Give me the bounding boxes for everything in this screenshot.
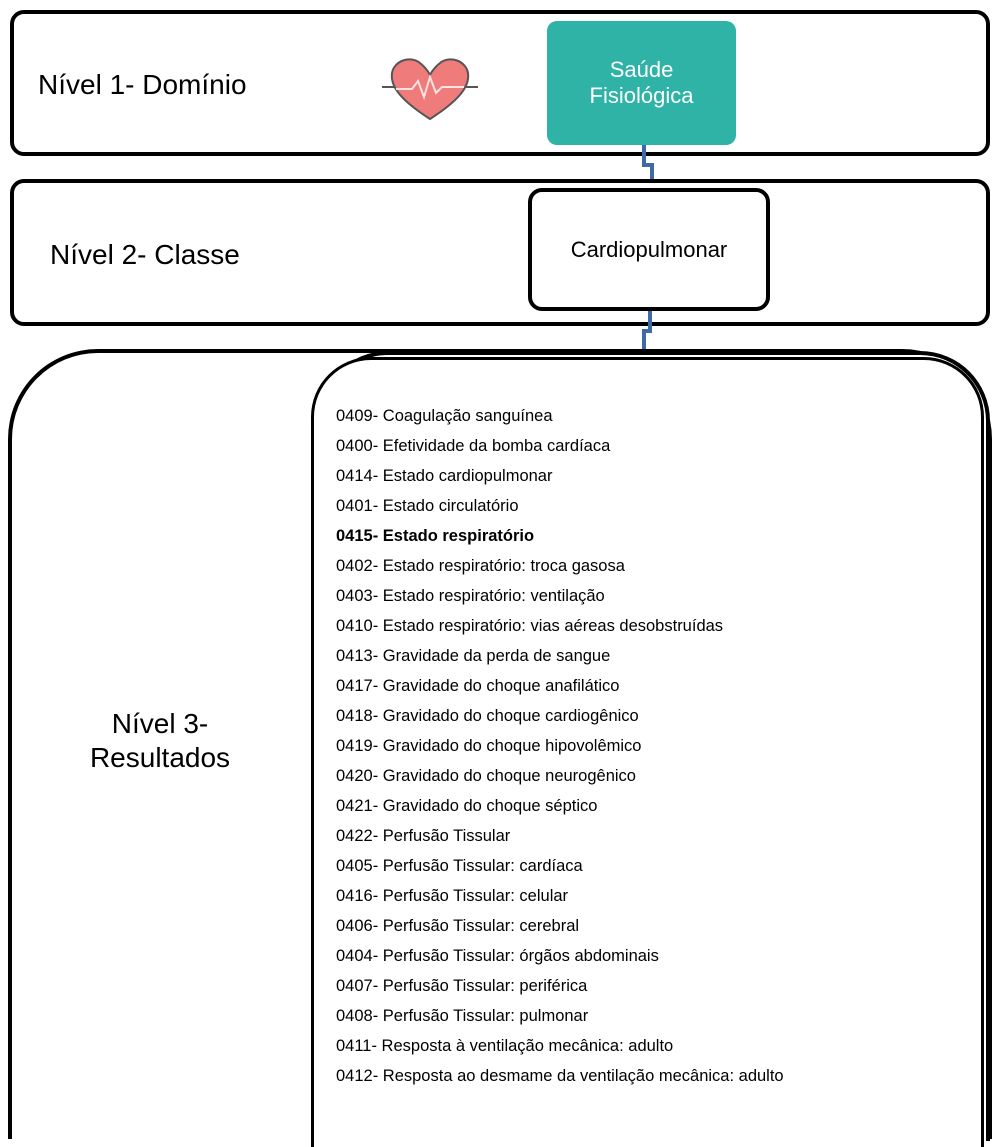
result-item: 0414- Estado cardiopulmonar <box>336 467 553 485</box>
result-item: 0416- Perfusão Tissular: celular <box>336 887 569 905</box>
result-item: 0417- Gravidade do choque anafilático <box>336 677 620 695</box>
result-item: 0409- Coagulação sanguínea <box>336 407 553 425</box>
result-item: 0421- Gravidado do choque séptico <box>336 797 598 815</box>
result-item: 0401- Estado circulatório <box>336 497 519 515</box>
result-item: 0404- Perfusão Tissular: órgãos abdomina… <box>336 947 659 965</box>
domain-box: Saúde Fisiológica <box>547 21 736 145</box>
result-item: 0412- Resposta ao desmame da ventilação … <box>336 1067 784 1085</box>
level-2-panel <box>10 179 990 326</box>
class-label: Cardiopulmonar <box>570 236 728 262</box>
result-item: 0415- Estado respiratório <box>336 527 535 545</box>
connector-line <box>642 145 654 185</box>
result-item: 0406- Perfusão Tissular: cerebral <box>336 917 580 935</box>
result-item: 0405- Perfusão Tissular: cardíaca <box>336 857 583 875</box>
result-item: 0420- Gravidado do choque neurogênico <box>336 767 636 785</box>
result-item: 0400- Efetividade da bomba cardíaca <box>336 437 611 455</box>
connector-line <box>642 311 652 355</box>
results-list: 0409- Coagulação sanguínea 0400- Efetivid… <box>336 401 784 1091</box>
domain-label: Saúde Fisiológica <box>589 57 694 108</box>
level-3-label: Nível 3- Resultados <box>89 708 231 773</box>
result-item: 0402- Estado respiratório: troca gasosa <box>336 557 625 575</box>
result-item: 0410- Estado respiratório: vias aéreas d… <box>336 617 724 635</box>
result-item: 0403- Estado respiratório: ventilação <box>336 587 605 605</box>
level-1-label: Nível 1- Domínio <box>38 69 247 100</box>
result-item: 0411- Resposta à ventilação mecânica: ad… <box>336 1037 674 1055</box>
result-item: 0407- Perfusão Tissular: periférica <box>336 977 588 995</box>
result-item: 0418- Gravidado do choque cardiogênico <box>336 707 639 725</box>
class-box: Cardiopulmonar <box>528 188 770 311</box>
level-2-label: Nível 2- Classe <box>50 239 240 270</box>
result-item: 0413- Gravidade da perda de sangue <box>336 647 611 665</box>
level-1-panel <box>10 10 990 156</box>
heart-icon <box>382 58 478 121</box>
results-box <box>311 357 984 1147</box>
result-item: 0408- Perfusão Tissular: pulmonar <box>336 1007 589 1025</box>
result-item: 0419- Gravidado do choque hipovolêmico <box>336 737 642 755</box>
result-item: 0422- Perfusão Tissular <box>336 827 511 845</box>
